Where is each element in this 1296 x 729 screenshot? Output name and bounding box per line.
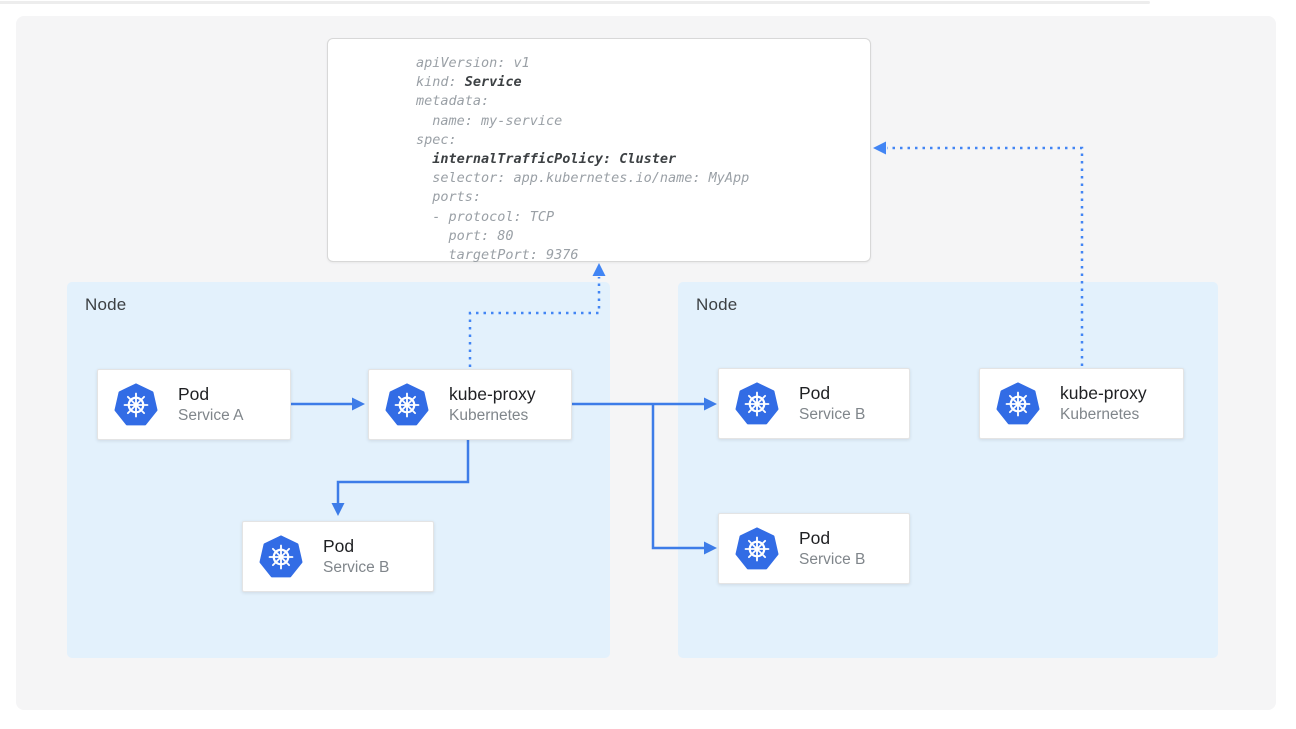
card-subtitle: Kubernetes: [449, 407, 529, 424]
yaml-text: [416, 151, 432, 167]
node-label: Node: [696, 295, 738, 314]
kubernetes-icon: [114, 382, 158, 427]
yaml-text: targetPort: 9376: [416, 247, 579, 264]
card-pod-service-b-right-top: Pod Service B: [718, 368, 910, 439]
card-pod-service-b-right-bottom: Pod Service B: [718, 513, 910, 584]
card-subtitle: Service B: [799, 551, 866, 568]
yaml-text: apiVersion: v1: [416, 55, 530, 71]
kubernetes-icon: [735, 381, 779, 426]
yaml-text: kind:: [416, 74, 465, 91]
card-kube-proxy-left: kube-proxy Kubernetes: [368, 369, 572, 440]
kubernetes-icon: [385, 382, 429, 427]
service-yaml-box: apiVersion: v1 kind: Service metadata: n…: [327, 38, 871, 265]
card-title: Pod: [799, 383, 831, 403]
card-subtitle: Service B: [799, 406, 866, 423]
yaml-line: kind: Service: [416, 73, 860, 92]
top-divider: [0, 1, 1150, 4]
kubernetes-icon: [259, 534, 303, 579]
card-title: Pod: [178, 384, 210, 404]
yaml-text: - protocol: TCP: [416, 208, 555, 225]
node-left: Node: [67, 282, 610, 658]
yaml-line: ports:: [416, 188, 860, 207]
yaml-text-bold: internalTrafficPolicy: Cluster: [432, 151, 677, 168]
kubernetes-icon: [996, 381, 1040, 426]
yaml-line: name: my-service: [416, 112, 860, 131]
yaml-text: ports:: [416, 189, 482, 206]
yaml-text: spec:: [416, 131, 457, 148]
card-title: kube-proxy: [449, 384, 536, 404]
card-pod-service-b-left: Pod Service B: [242, 521, 434, 592]
card-pod-service-a: Pod Service A: [97, 369, 291, 440]
yaml-line: selector: app.kubernetes.io/name: MyApp: [416, 169, 860, 188]
yaml-text: metadata:: [416, 93, 490, 110]
yaml-line: metadata:: [416, 92, 860, 111]
yaml-text: selector: app.kubernetes.io/name: MyApp: [416, 170, 750, 187]
yaml-line: internalTrafficPolicy: Cluster: [416, 150, 860, 169]
yaml-line: targetPort: 9376: [416, 246, 860, 265]
yaml-text-bold: Service: [464, 74, 522, 91]
yaml-text: port: 80: [416, 227, 514, 244]
card-subtitle: Kubernetes: [1060, 406, 1140, 423]
yaml-text: name: my-service: [416, 112, 563, 129]
card-subtitle: Service B: [323, 559, 390, 576]
yaml-line: spec:: [416, 131, 860, 150]
card-title: Pod: [799, 528, 831, 548]
yaml-line: - protocol: TCP: [416, 208, 860, 227]
yaml-line: apiVersion: v1: [416, 54, 860, 73]
yaml-line: port: 80: [416, 227, 860, 246]
node-label: Node: [85, 295, 127, 314]
card-title: kube-proxy: [1060, 383, 1147, 403]
card-kube-proxy-right: kube-proxy Kubernetes: [979, 368, 1184, 439]
card-title: Pod: [323, 536, 355, 556]
card-subtitle: Service A: [178, 407, 244, 424]
node-right: Node: [678, 282, 1218, 658]
kubernetes-icon: [735, 526, 779, 571]
